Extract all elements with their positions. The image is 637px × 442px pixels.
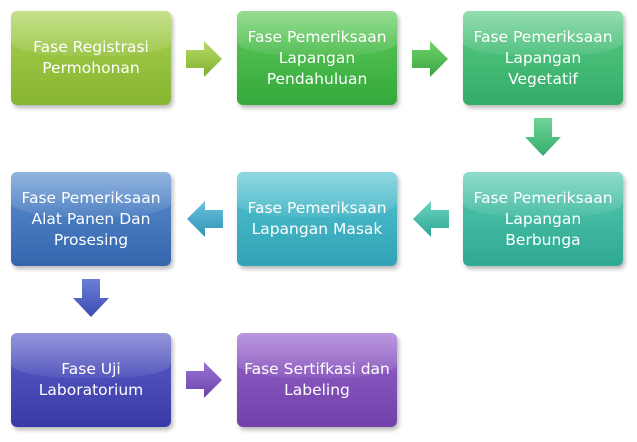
step-label: Fase Registrasi Permohonan (33, 38, 149, 77)
step-pemeriksaan-vegetatif: Fase Pemeriksaan Lapangan Vegetatif (463, 11, 623, 105)
arrow-down-icon (525, 118, 561, 156)
step-label: Fase Pemeriksaan Alat Panen Dan Prosesin… (21, 188, 161, 249)
step-pemeriksaan-alat-panen: Fase Pemeriksaan Alat Panen Dan Prosesin… (11, 172, 171, 266)
arrow-right-icon (412, 41, 448, 77)
step-pemeriksaan-masak: Fase Pemeriksaan Lapangan Masak (237, 172, 397, 266)
step-label: Fase Pemeriksaan Lapangan Berbunga (473, 188, 613, 249)
step-label: Fase Uji Laboratorium (38, 360, 144, 399)
step-label: Fase Sertifkasi dan Labeling (244, 360, 390, 399)
step-registrasi-permohonan: Fase Registrasi Permohonan (11, 11, 171, 105)
step-label: Fase Pemeriksaan Lapangan Masak (247, 199, 387, 238)
arrow-left-icon (187, 201, 223, 237)
arrow-left-icon (413, 201, 449, 237)
step-label: Fase Pemeriksaan Lapangan Pendahuluan (247, 27, 387, 88)
arrow-right-icon (186, 362, 222, 398)
step-sertifikasi-labeling: Fase Sertifkasi dan Labeling (237, 333, 397, 427)
step-pemeriksaan-pendahuluan: Fase Pemeriksaan Lapangan Pendahuluan (237, 11, 397, 105)
step-pemeriksaan-berbunga: Fase Pemeriksaan Lapangan Berbunga (463, 172, 623, 266)
arrow-down-icon (73, 279, 109, 317)
step-uji-laboratorium: Fase Uji Laboratorium (11, 333, 171, 427)
step-label: Fase Pemeriksaan Lapangan Vegetatif (473, 27, 613, 88)
arrow-right-icon (186, 41, 222, 77)
